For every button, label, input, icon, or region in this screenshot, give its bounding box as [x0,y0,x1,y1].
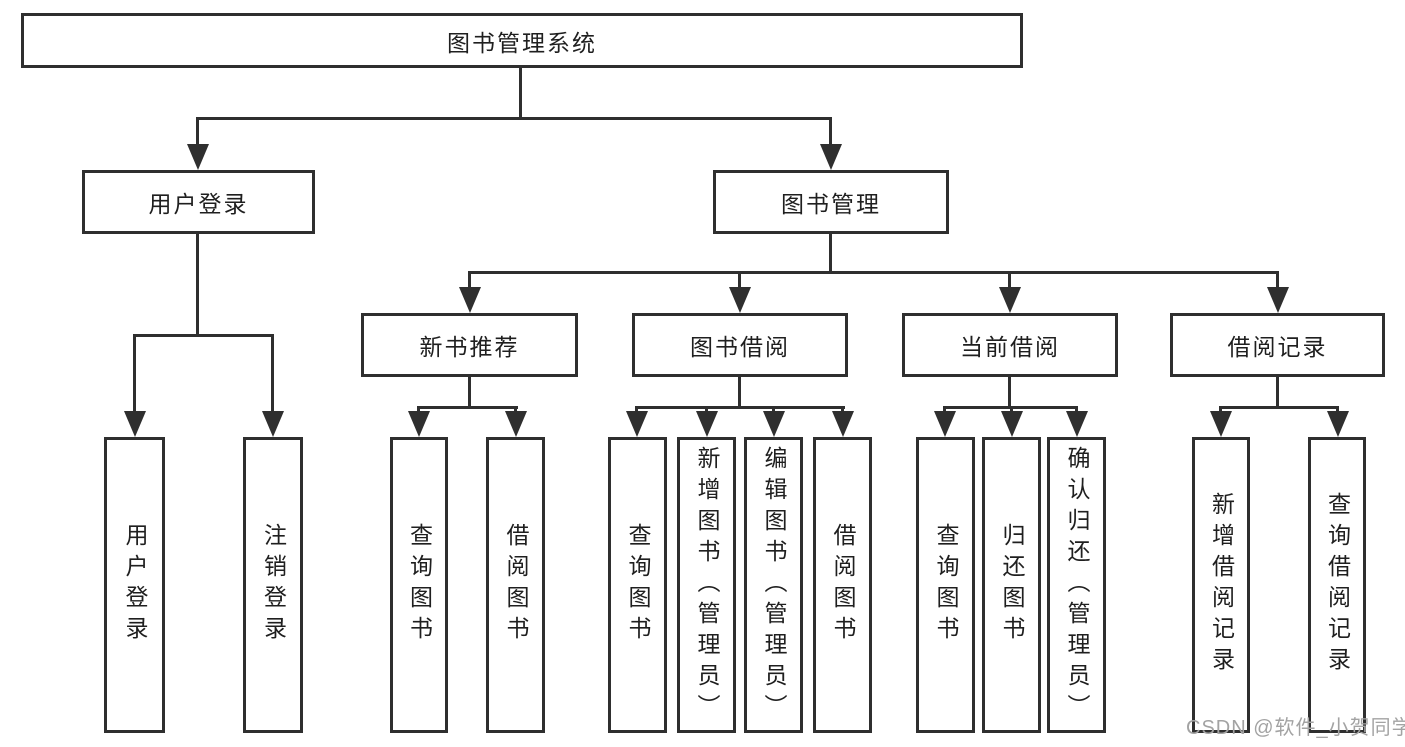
connector-line [829,117,832,149]
leaf-logout: 注销登录 [243,437,303,733]
node-new-book-recommend: 新书推荐 [361,313,578,377]
leaf-return-books: 归还图书 [982,437,1041,733]
connector-line [196,232,199,337]
arrow-down-icon [626,411,648,437]
node-root: 图书管理系统 [21,13,1023,68]
node-book-borrowing: 图书借阅 [632,313,848,377]
leaf-query-books-borrowing: 查询图书 [608,437,667,733]
arrow-down-icon [999,287,1021,313]
leaf-borrow-books: 借阅图书 [813,437,872,733]
leaf-user-login: 用户登录 [104,437,165,733]
connector-line [133,334,274,337]
leaf-borrow-books-recommend: 借阅图书 [486,437,545,733]
node-book-management: 图书管理 [713,170,949,234]
leaf-edit-books-admin: 编辑图书（管理员） [744,437,803,733]
arrow-down-icon [1066,411,1088,437]
connector-line [196,117,199,149]
arrow-down-icon [262,411,284,437]
connector-line [1276,375,1279,409]
arrow-down-icon [729,287,751,313]
connector-line [1276,271,1279,290]
connector-line [635,406,845,409]
connector-line [417,406,518,409]
connector-line [1008,271,1011,290]
arrow-down-icon [505,411,527,437]
leaf-query-books-current: 查询图书 [916,437,975,733]
leaf-add-books-admin: 新增图书（管理员） [677,437,736,733]
csdn-watermark: CSDN @软件_小贺同学 [1186,717,1405,739]
leaf-query-borrow-record: 查询借阅记录 [1308,437,1366,733]
arrow-down-icon [696,411,718,437]
connector-line [133,334,136,413]
connector-line [196,117,832,120]
arrow-down-icon [832,411,854,437]
arrow-down-icon [1210,411,1232,437]
connector-line [1008,375,1011,409]
arrow-down-icon [1001,411,1023,437]
arrow-down-icon [459,287,481,313]
arrow-down-icon [763,411,785,437]
arrow-down-icon [408,411,430,437]
leaf-add-borrow-record: 新增借阅记录 [1192,437,1250,733]
connector-line [738,271,741,290]
arrow-down-icon [1327,411,1349,437]
connector-line [738,375,741,409]
arrow-down-icon [187,144,209,170]
leaf-confirm-return-admin: 确认归还（管理员） [1047,437,1106,733]
connector-line [829,232,832,274]
connector-line [468,375,471,409]
arrow-down-icon [1267,287,1289,313]
connector-line [1219,406,1339,409]
connector-line [271,334,274,413]
arrow-down-icon [934,411,956,437]
connector-line [468,271,1279,274]
node-current-borrowing: 当前借阅 [902,313,1118,377]
connector-line [519,66,522,119]
node-user-login: 用户登录 [82,170,315,234]
arrow-down-icon [820,144,842,170]
node-borrowing-records: 借阅记录 [1170,313,1385,377]
leaf-query-books-recommend: 查询图书 [390,437,448,733]
arrow-down-icon [124,411,146,437]
connector-line [468,271,471,290]
